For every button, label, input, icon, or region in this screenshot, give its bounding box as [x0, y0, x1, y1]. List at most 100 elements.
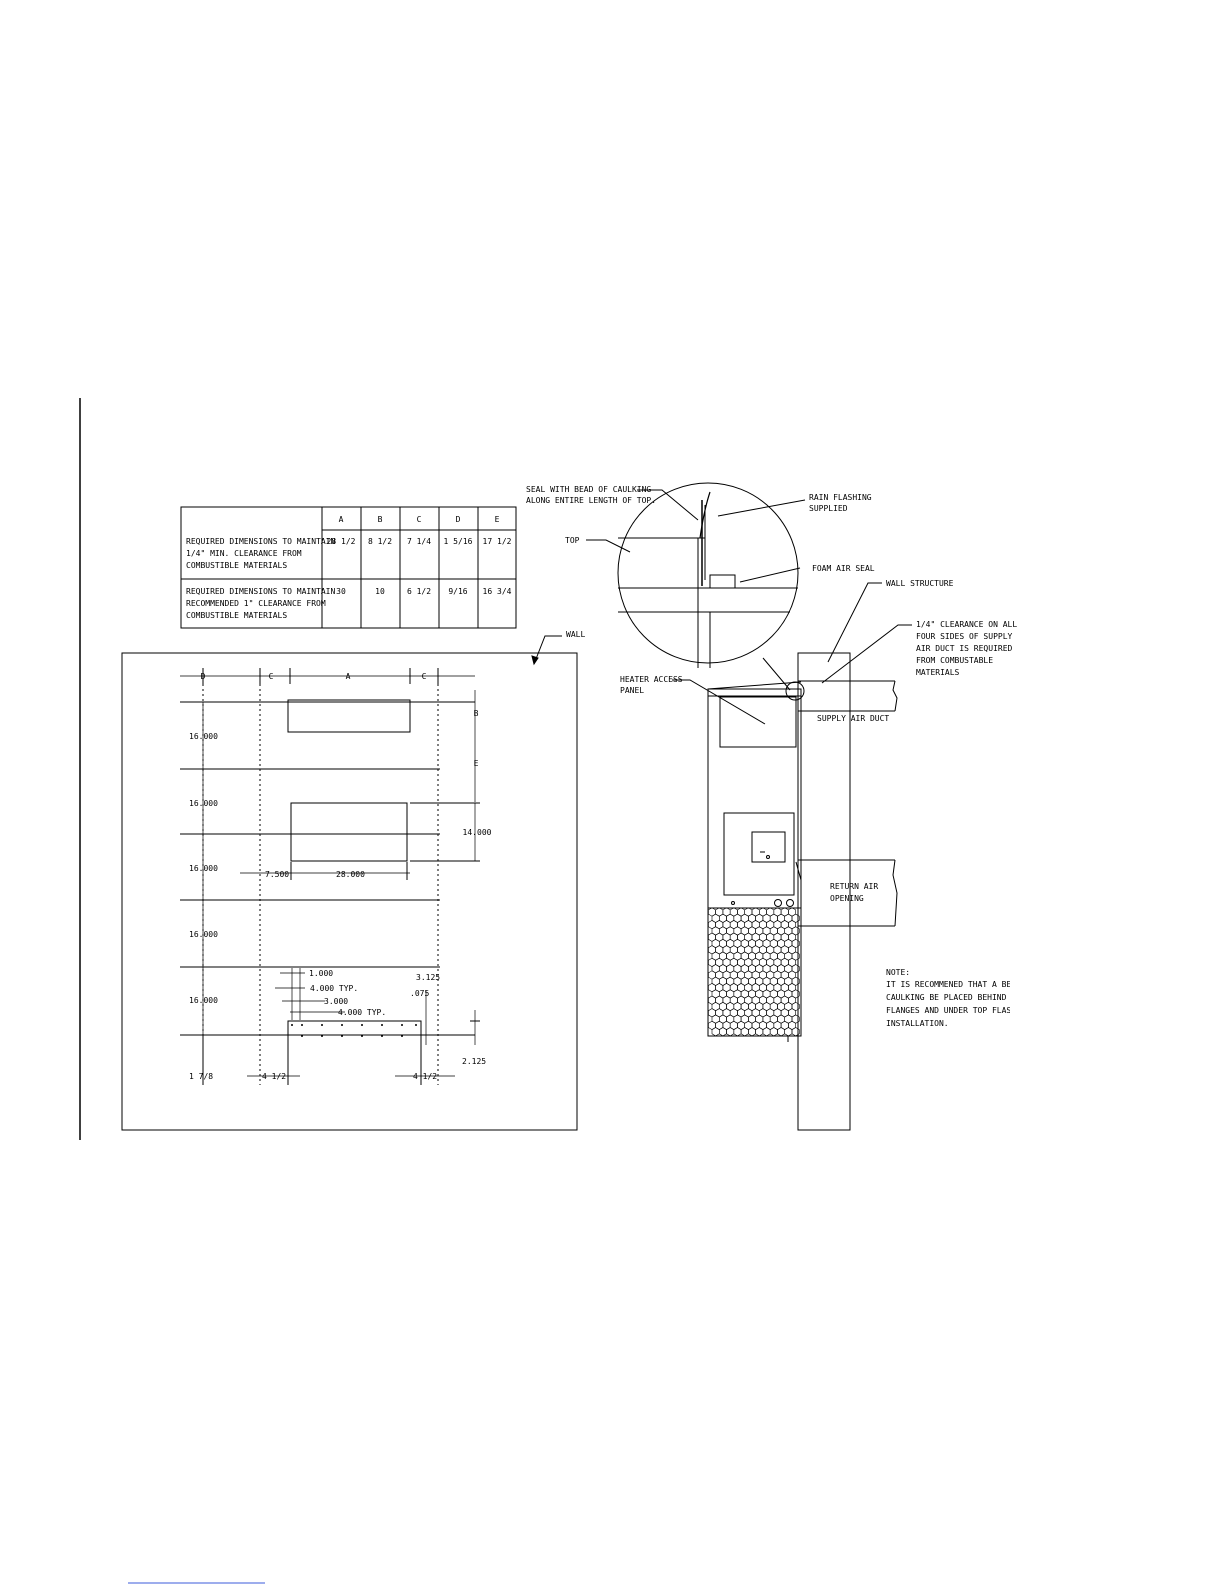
table-header-e: E — [495, 515, 500, 524]
detail-dim-5: 3.125 — [416, 973, 440, 982]
mid-dim-offset: 7.500 — [265, 870, 289, 879]
heater-access-callout: PANEL — [620, 686, 644, 695]
table-row1-label: REQUIRED DIMENSIONS TO MAINTAIN — [186, 537, 335, 546]
table-row1-value: 7 1/4 — [407, 537, 431, 546]
control-box — [752, 832, 785, 862]
table-row2-value: 6 1/2 — [407, 587, 431, 596]
dim-label-c-left: C — [269, 672, 274, 681]
wall-view-labels: WALL D C A C B E 14.000 16.000 16.000 16… — [189, 630, 585, 1081]
section-view — [586, 483, 912, 1130]
top-opening — [288, 700, 410, 732]
dim-label-a: A — [346, 672, 351, 681]
heater-access-callout: HEATER ACCESS — [620, 675, 683, 684]
dim-label-b: B — [474, 709, 479, 718]
grille-hex — [756, 1028, 763, 1036]
dim-label-e: E — [474, 759, 479, 768]
grille-hex — [741, 1028, 748, 1036]
bottom-dim-left: 4 1/2 — [262, 1072, 286, 1081]
table-row2-label: RECOMMENDED 1" CLEARANCE FROM — [186, 599, 326, 608]
seal-callout: ALONG ENTIRE LENGTH OF TOP. — [526, 496, 656, 505]
wall-outline — [122, 653, 577, 1130]
table-header-a: A — [339, 515, 344, 524]
clearance-callout: FOUR SIDES OF SUPPLY — [916, 632, 1013, 641]
wall-structure — [798, 653, 850, 1130]
note-text: CAULKING BE PLACED BEHIND THE S — [886, 993, 1035, 1002]
wall-leader — [534, 636, 562, 664]
grille-hex — [763, 1028, 770, 1036]
dimension-table — [181, 507, 516, 628]
supply-duct-label: SUPPLY AIR DUCT — [817, 714, 889, 723]
heater-access-panel-outline — [720, 697, 796, 747]
detail-circle — [618, 483, 798, 663]
left-dim-2: 16.000 — [189, 799, 218, 808]
clearance-callout: AIR DUCT IS REQUIRED — [916, 644, 1013, 653]
table-row1-value: 1 5/16 — [444, 537, 473, 546]
table-row1-label: 1/4" MIN. CLEARANCE FROM — [186, 549, 302, 558]
note-crop — [1010, 960, 1225, 1040]
dim-label-c-right: C — [422, 672, 427, 681]
detail-dim-6: .075 — [410, 989, 429, 998]
dim-label-height: 14.000 — [463, 828, 492, 837]
middle-opening — [291, 803, 407, 861]
grille-hex — [785, 1028, 792, 1036]
control-panel — [724, 813, 794, 895]
left-dim-4: 16.000 — [189, 930, 218, 939]
detail-dim-2: 4.000 TYP. — [310, 984, 358, 993]
table-row2-label: REQUIRED DIMENSIONS TO MAINTAIN — [186, 587, 335, 596]
table-row2-value: 10 — [375, 587, 385, 596]
grille-hex — [792, 1028, 799, 1036]
detail-dim-7: 2.125 — [462, 1057, 486, 1066]
dim-label-d: D — [201, 672, 206, 681]
note-title: NOTE: — [886, 968, 910, 977]
detail-dim-3: 3.000 — [324, 997, 348, 1006]
grille-pattern — [708, 908, 799, 1036]
grille-hex — [719, 1028, 726, 1036]
mid-dim-width: 28.000 — [336, 870, 365, 879]
detail-dim-4: 4.000 TYP. — [338, 1008, 386, 1017]
top-callout: TOP — [565, 536, 580, 545]
grille-hex — [770, 1028, 777, 1036]
seal-callout: SEAL WITH BEAD OF CAULKING — [526, 485, 651, 494]
table-row2-label: COMBUSTIBLE MATERIALS — [186, 611, 287, 620]
table-row2-value: 30 — [336, 587, 346, 596]
clearance-callout: MATERIALS — [916, 668, 960, 677]
left-dim-6: 1 7/8 — [189, 1072, 213, 1081]
table-labels: A B C D E REQUIRED DIMENSIONS TO MAINTAI… — [186, 515, 512, 620]
flange-strip — [288, 1021, 421, 1035]
grille-hex — [712, 1028, 719, 1036]
table-header-d: D — [456, 515, 461, 524]
grille-hex — [734, 1028, 741, 1036]
foam-seal-callout: FOAM AIR SEAL — [812, 564, 875, 573]
section-view-labels: SEAL WITH BEAD OF CAULKING ALONG ENTIRE … — [526, 485, 1035, 1028]
return-air-label: RETURN AIR — [830, 882, 878, 891]
note-text: FLANGES AND UNDER TOP FLASHING — [886, 1006, 1031, 1015]
table-row2-value: 9/16 — [448, 587, 467, 596]
table-row1-value: 17 1/2 — [483, 537, 512, 546]
table-row1-value: 28 1/2 — [327, 537, 356, 546]
left-dim-3: 16.000 — [189, 864, 218, 873]
bottom-dim-right: 4 1/2 — [413, 1072, 437, 1081]
return-air-label: OPENING — [830, 894, 864, 903]
grille-hex — [727, 1028, 734, 1036]
left-dim-1: 16.000 — [189, 732, 218, 741]
wall-elevation-view — [122, 636, 577, 1130]
rain-flashing-callout: RAIN FLASHING — [809, 493, 872, 502]
flange-holes — [291, 1024, 417, 1037]
table-header-c: C — [417, 515, 422, 524]
grille-hex — [748, 1028, 755, 1036]
note-text: INSTALLATION. — [886, 1019, 949, 1028]
unit-body — [708, 689, 801, 1036]
grille-hex — [778, 1028, 785, 1036]
wall-structure-callout: WALL STRUCTURE — [886, 579, 954, 588]
table-row1-label: COMBUSTIBLE MATERIALS — [186, 561, 287, 570]
clearance-callout: FROM COMBUSTABLE — [916, 656, 993, 665]
wall-label: WALL — [566, 630, 585, 639]
note-text: IT IS RECOMMENED THAT A BEAD OF — [886, 980, 1035, 989]
table-row2-value: 16 3/4 — [483, 587, 512, 596]
rain-flashing-callout: SUPPLIED — [809, 504, 848, 513]
table-header-b: B — [378, 515, 383, 524]
detail-dim-1: 1.000 — [309, 969, 333, 978]
clearance-callout: 1/4" CLEARANCE ON ALL — [916, 620, 1017, 629]
left-dim-5: 16.000 — [189, 996, 218, 1005]
